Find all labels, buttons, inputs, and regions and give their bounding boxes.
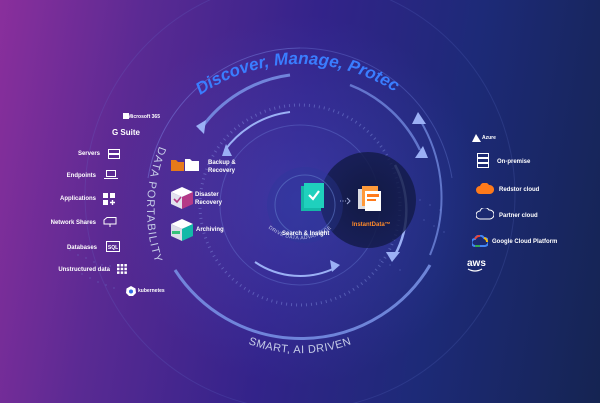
source-label: Servers <box>77 151 100 157</box>
applications-icon <box>103 193 115 205</box>
grid-icon <box>117 264 127 274</box>
aws-smile-icon <box>467 268 483 272</box>
source-label: Network Shares <box>50 220 96 226</box>
server-icon <box>108 149 120 159</box>
folders-icon <box>171 159 199 171</box>
svg-text:SQL: SQL <box>108 245 118 251</box>
destination-label: Partner cloud <box>499 213 538 219</box>
source-label: G Suite <box>111 128 140 137</box>
capability-label: Disaster Recovery <box>195 192 223 206</box>
laptop-icon <box>104 170 118 179</box>
source-label: kubernetes <box>138 288 165 294</box>
server-rack-icon <box>477 153 489 168</box>
google-cloud-icon <box>472 235 488 247</box>
destination-label: Google Cloud Platform <box>492 239 558 245</box>
destination-label: Redstor cloud <box>499 187 540 193</box>
database-icon: SQL <box>106 241 120 252</box>
capability-label: Backup & Recovery <box>208 160 236 174</box>
search-insight-label: Search & Insight <box>282 231 330 237</box>
aws-icon: aws <box>467 258 486 269</box>
azure-icon <box>472 134 481 142</box>
capability-label: Archiving <box>196 227 224 233</box>
destination-label: On-premise <box>497 159 531 165</box>
source-label: Applications <box>59 196 96 202</box>
microsoft-365-icon <box>123 113 129 119</box>
destination-label: Azure <box>482 135 496 141</box>
source-label: Endpoints <box>66 173 96 179</box>
kubernetes-icon <box>126 286 136 296</box>
instantdata-docs-icon <box>358 186 381 211</box>
search-document-icon <box>301 183 324 211</box>
instantdata-label: InstantData™ <box>352 222 391 228</box>
cloud-outline-icon <box>476 208 494 220</box>
source-label: Databases <box>66 245 97 251</box>
source-label: Microsoft 365 <box>127 114 160 120</box>
network-share-icon <box>103 217 117 227</box>
redstor-cloud-icon <box>476 183 494 194</box>
archive-box-icon <box>171 219 193 241</box>
disaster-recovery-box-icon <box>171 187 193 209</box>
flow-arrow <box>340 197 351 205</box>
source-label: Unstructured data <box>58 267 110 273</box>
